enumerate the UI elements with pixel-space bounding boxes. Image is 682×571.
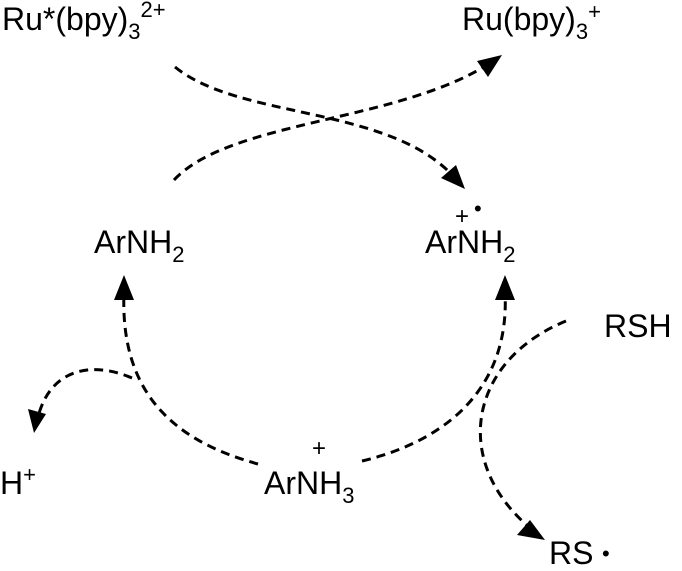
anilinium-charge: + [312, 435, 326, 462]
label-proton: H+ [0, 462, 36, 501]
proton-charge: + [23, 462, 36, 487]
arrow-anilinium-to-radical-cation [361, 275, 515, 463]
label-thiyl-radical: RS • [549, 535, 610, 571]
arrow-aniline-to-ru-reduced [172, 55, 502, 182]
svg-text:ArNH2: ArNH2 [425, 224, 515, 267]
ru-excited-sub: 3 [128, 19, 140, 44]
anilinium-sub: 3 [342, 483, 354, 508]
arrow-to-proton [28, 368, 133, 433]
ru-excited-main: Ru*(bpy) [2, 1, 128, 37]
radical-cation-main: ArNH [425, 224, 503, 260]
thiyl-main: RS [549, 535, 593, 571]
label-ru-reduced: Ru(bpy)3+ [462, 0, 601, 44]
svg-text:ArNH3: ArNH3 [264, 465, 354, 508]
svg-text:Ru(bpy)3+: Ru(bpy)3+ [462, 0, 601, 44]
ru-reduced-sub: 3 [576, 19, 588, 44]
arrow-thiol-to-thiyl [478, 319, 567, 540]
label-thiol: RSH [604, 308, 672, 344]
radical-cation-charge: + [455, 203, 469, 230]
aniline-sub: 2 [172, 242, 184, 267]
thiol-text: RSH [604, 308, 672, 344]
ru-reduced-main: Ru(bpy) [462, 1, 576, 37]
radical-cation-dot: • [474, 196, 482, 221]
ru-excited-charge: 2+ [141, 0, 166, 22]
svg-text:Ru*(bpy)32+: Ru*(bpy)32+ [2, 0, 166, 44]
arrow-ru-excited-to-radical-cation [174, 65, 465, 189]
anilinium-main: ArNH [264, 465, 342, 501]
svg-text:ArNH2: ArNH2 [94, 224, 184, 267]
label-anilinium: ArNH3 + [264, 435, 354, 508]
thiyl-dot: • [602, 541, 610, 566]
proton-main: H [0, 465, 23, 501]
svg-text:H+: H+ [0, 462, 36, 501]
label-ru-excited: Ru*(bpy)32+ [2, 0, 166, 44]
arrow-anilinium-to-aniline [114, 275, 259, 466]
label-aniline: ArNH2 [94, 224, 184, 267]
aniline-main: ArNH [94, 224, 172, 260]
radical-cation-sub: 2 [503, 242, 515, 267]
label-radical-cation: ArNH2 + • [425, 196, 515, 267]
ru-reduced-charge: + [588, 0, 601, 24]
